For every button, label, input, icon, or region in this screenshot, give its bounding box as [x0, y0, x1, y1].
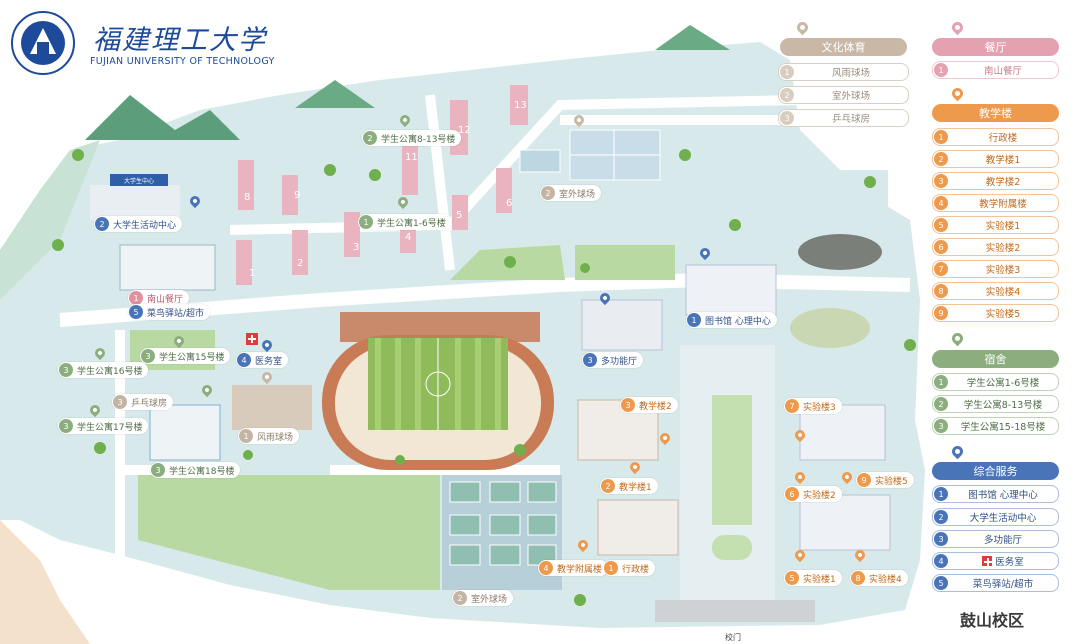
dorm-number: 2: [297, 258, 304, 269]
dorm-number: 12: [458, 125, 471, 136]
building-lab3: [799, 404, 886, 461]
medical-cross-icon: [982, 556, 993, 566]
dorm-number: 5: [456, 210, 463, 221]
legend-teaching-title: 教学楼: [932, 104, 1059, 122]
green-lawn-left: [0, 140, 100, 300]
mountains: [85, 25, 730, 140]
dorm-number: 13: [514, 100, 527, 111]
legend-culture-title: 文化体育: [780, 38, 907, 56]
building-library: [685, 264, 777, 316]
campus-name: 鼓山校区: [960, 611, 1025, 630]
dorm-road: [229, 95, 801, 235]
lawn-south: [138, 475, 440, 590]
building-activity-center: 大学生中心: [90, 174, 180, 220]
university-name-cn: 福建理工大学: [93, 25, 267, 56]
building-fengyu: [232, 385, 312, 430]
university-seal: [11, 11, 75, 75]
building-multihall: [581, 299, 663, 351]
legend-service-title: 综合服务: [932, 462, 1059, 480]
building-gate: [655, 600, 815, 622]
building-teach1: [597, 499, 679, 556]
dorm-number: 4: [405, 232, 412, 243]
dorm-number: 1: [249, 268, 256, 279]
medical-cross-icon: [246, 333, 258, 345]
gate-label: 校门: [725, 633, 741, 642]
pavilion-garden: [790, 308, 870, 348]
building-dorm18: [149, 404, 221, 461]
dorm-number: 3: [353, 242, 360, 253]
lawn-library: [575, 245, 675, 280]
building-lab2: [799, 494, 891, 551]
legend-dorm-title: 宿舍: [932, 350, 1059, 368]
trees: [52, 149, 916, 606]
building-nanshan: [119, 244, 216, 291]
activity-center-sign: 大学生中心: [124, 177, 154, 185]
dorm-number: 9: [294, 190, 301, 201]
rock-garden: [798, 234, 882, 270]
dorm-number: 6: [506, 198, 513, 209]
dorm-number: 11: [405, 152, 418, 163]
dorm-number: 8: [244, 192, 251, 203]
legend-dining-title: 餐厅: [932, 38, 1059, 56]
beige-sand: [0, 520, 90, 644]
university-name-en: FUJIAN UNIVERSITY OF TECHNOLOGY: [90, 56, 275, 67]
